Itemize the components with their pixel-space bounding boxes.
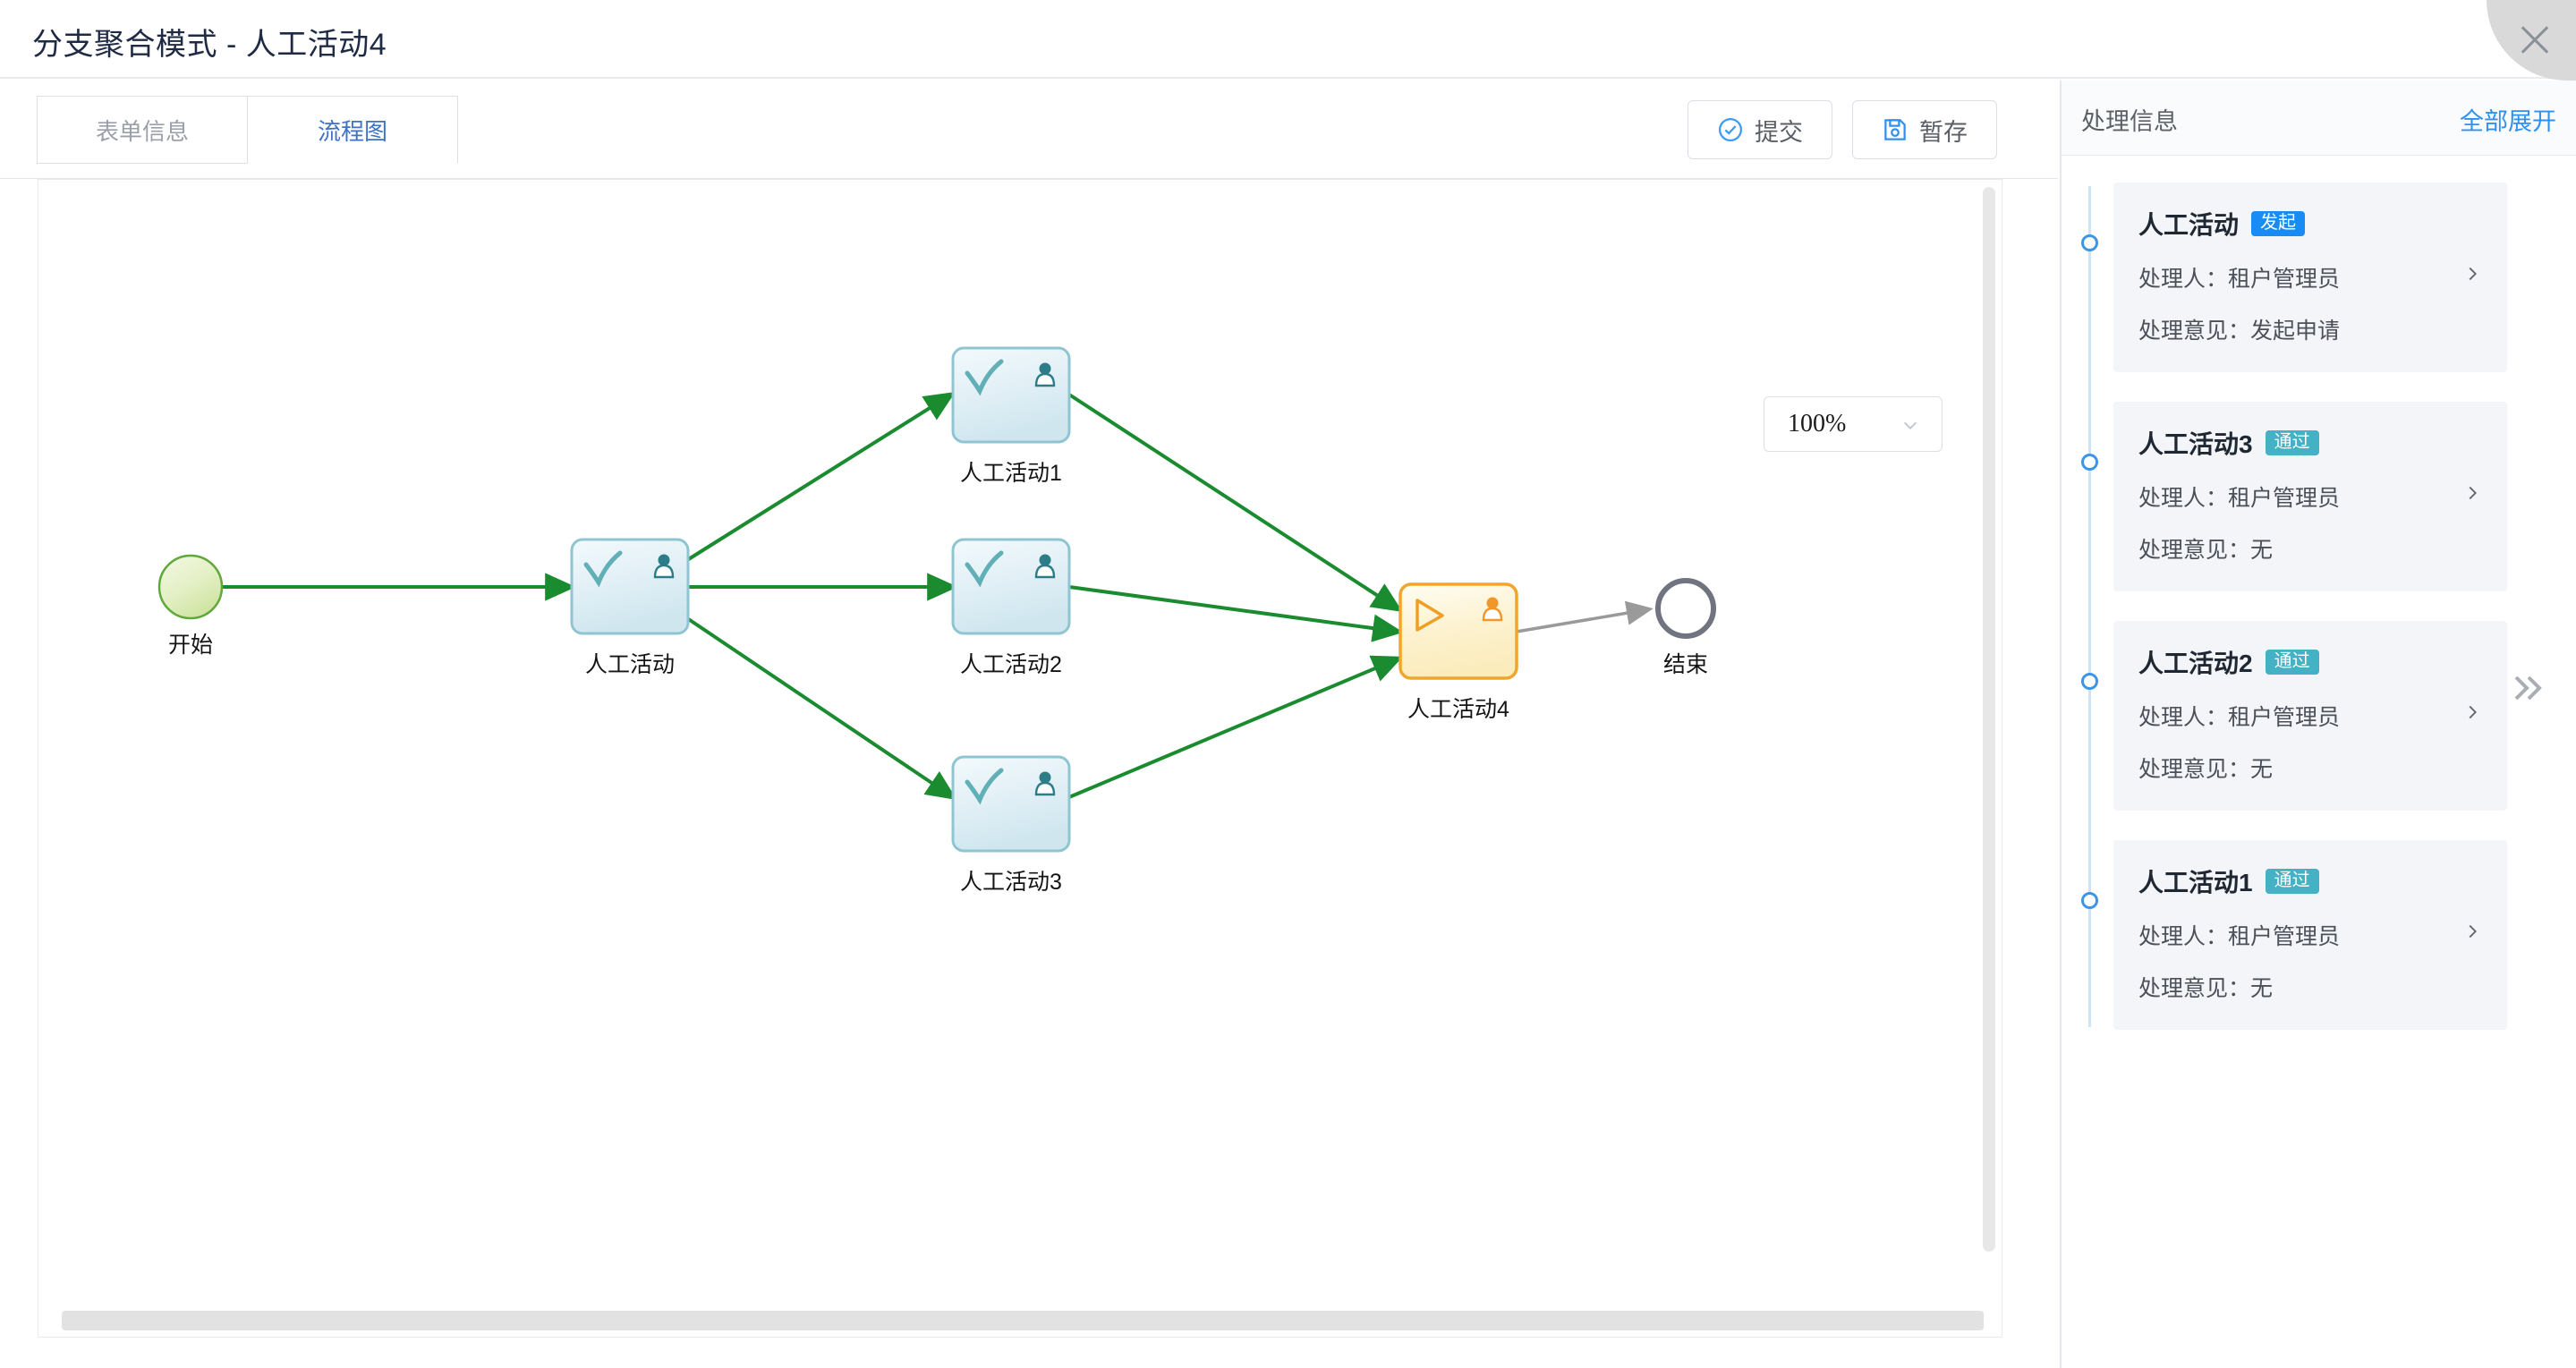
chevron-right-icon[interactable] <box>2462 700 2482 731</box>
timeline-axis <box>2088 186 2091 1027</box>
timeline-card-header: 人工活动3 通过 <box>2138 425 2482 461</box>
flow-connector-pending <box>1516 600 1654 633</box>
node-task-main-label: 人工活动 <box>584 652 676 677</box>
double-chevron-right-icon <box>2505 676 2548 713</box>
process-info-title: 处理信息 <box>2081 108 2178 135</box>
opinion-row: 处理意见：无 <box>2138 971 2482 1003</box>
node-end[interactable] <box>1655 578 1716 639</box>
process-info-panel: 处理信息 全部展开 人工活动 发起 处理人：租户管理员 <box>2060 81 2576 1368</box>
timeline-card[interactable]: 人工活动 发起 处理人：租户管理员 处理意见：发起申请 <box>2113 183 2507 372</box>
activity-name: 人工活动1 <box>2138 869 2253 896</box>
timeline-dot <box>2081 234 2098 251</box>
node-task-2-label: 人工活动2 <box>960 652 1062 677</box>
node-task-1-label: 人工活动1 <box>960 461 1062 486</box>
toolbar-actions: 提交 暂存 <box>1688 100 1997 159</box>
close-icon <box>2515 20 2555 59</box>
timeline-dot <box>2081 673 2098 690</box>
timeline-card-header: 人工活动1 通过 <box>2138 863 2482 899</box>
save-draft-button[interactable]: 暂存 <box>1852 100 1997 159</box>
node-task-4-label: 人工活动4 <box>1407 697 1509 722</box>
node-task-3-label: 人工活动3 <box>960 870 1062 895</box>
activity-name: 人工活动2 <box>2138 650 2253 677</box>
main-pane: 表单信息 流程图 提交 <box>0 81 2058 1368</box>
handler-row: 处理人：租户管理员 <box>2138 919 2482 951</box>
window-title-bar: 分支聚合模式 - 人工活动4 <box>0 0 2576 81</box>
toolbar: 表单信息 流程图 提交 <box>0 81 2058 179</box>
tab-flowchart-label: 流程图 <box>317 117 387 145</box>
status-badge: 通过 <box>2265 430 2319 455</box>
expand-all-link[interactable]: 全部展开 <box>2460 108 2556 135</box>
handler-row: 处理人：租户管理员 <box>2138 261 2482 293</box>
page-title: 分支聚合模式 - 人工活动4 <box>32 28 387 62</box>
tab-form-info[interactable]: 表单信息 <box>37 96 248 164</box>
canvas-vertical-scrollbar[interactable] <box>1983 187 1995 1252</box>
flow-connectors-done <box>222 392 1404 801</box>
timeline-card[interactable]: 人工活动3 通过 处理人：租户管理员 处理意见：无 <box>2113 402 2507 591</box>
handler-row: 处理人：租户管理员 <box>2138 700 2482 732</box>
opinion-row: 处理意见：无 <box>2138 752 2482 784</box>
tab-form-info-label: 表单信息 <box>95 117 189 145</box>
tab-flowchart[interactable]: 流程图 <box>247 96 458 164</box>
opinion-row: 处理意见：发起申请 <box>2138 313 2482 345</box>
timeline-card-header: 人工活动2 通过 <box>2138 644 2482 680</box>
timeline-card[interactable]: 人工活动2 通过 处理人：租户管理员 处理意见：无 <box>2113 621 2507 811</box>
node-task-main[interactable] <box>570 538 690 635</box>
node-task-4-current[interactable] <box>1399 582 1518 680</box>
opinion-text: 处理意见：发起申请 <box>2138 319 2341 344</box>
opinion-text: 处理意见：无 <box>2138 538 2274 563</box>
activity-name: 人工活动 <box>2138 211 2240 239</box>
node-task-3[interactable] <box>951 755 1071 853</box>
timeline-card[interactable]: 人工活动1 通过 处理人：租户管理员 处理意见：无 <box>2113 840 2507 1030</box>
node-start-label: 开始 <box>167 633 214 658</box>
handler-text: 处理人：租户管理员 <box>2138 486 2341 511</box>
handler-text: 处理人：租户管理员 <box>2138 924 2341 949</box>
status-badge: 通过 <box>2265 869 2319 894</box>
process-info-header: 处理信息 全部展开 <box>2062 81 2576 156</box>
close-button[interactable] <box>2487 0 2576 81</box>
tab-bar: 表单信息 流程图 <box>37 96 458 164</box>
save-draft-button-label: 暂存 <box>1919 118 1968 146</box>
activity-name: 人工活动3 <box>2138 430 2253 458</box>
process-timeline: 人工活动 发起 处理人：租户管理员 处理意见：发起申请 <box>2062 156 2576 1319</box>
opinion-text: 处理意见：无 <box>2138 976 2274 1001</box>
chevron-right-icon[interactable] <box>2462 919 2482 950</box>
node-end-label: 结束 <box>1662 652 1709 677</box>
node-task-2[interactable] <box>951 538 1071 635</box>
timeline-card-header: 人工活动 发起 <box>2138 206 2482 242</box>
check-circle-icon <box>1717 116 1744 143</box>
zoom-level-value: 100% <box>1788 410 1847 438</box>
chevron-down-icon <box>1899 415 1922 439</box>
node-start[interactable] <box>157 554 224 620</box>
opinion-text: 处理意见：无 <box>2138 757 2274 782</box>
zoom-level-select[interactable]: 100% <box>1764 396 1943 452</box>
canvas-horizontal-scrollbar[interactable] <box>62 1311 1984 1330</box>
handler-text: 处理人：租户管理员 <box>2138 705 2341 730</box>
chevron-right-icon[interactable] <box>2462 261 2482 293</box>
save-icon <box>1882 116 1909 143</box>
handler-text: 处理人：租户管理员 <box>2138 267 2341 292</box>
panel-collapse-button[interactable] <box>2505 667 2548 709</box>
chevron-right-icon[interactable] <box>2462 480 2482 512</box>
flowchart-svg <box>157 346 1716 853</box>
handler-row: 处理人：租户管理员 <box>2138 480 2482 513</box>
status-badge: 发起 <box>2251 211 2306 236</box>
submit-button[interactable]: 提交 <box>1688 100 1832 159</box>
flowchart-canvas[interactable]: 开始 人工活动 人工活动1 人工活动2 人工活动3 人工活动4 结束 100% <box>38 179 2002 1338</box>
timeline-dot <box>2081 454 2098 471</box>
node-task-1[interactable] <box>951 346 1071 444</box>
status-badge: 通过 <box>2265 650 2319 675</box>
submit-button-label: 提交 <box>1755 118 1803 146</box>
opinion-row: 处理意见：无 <box>2138 532 2482 565</box>
timeline-dot <box>2081 892 2098 909</box>
